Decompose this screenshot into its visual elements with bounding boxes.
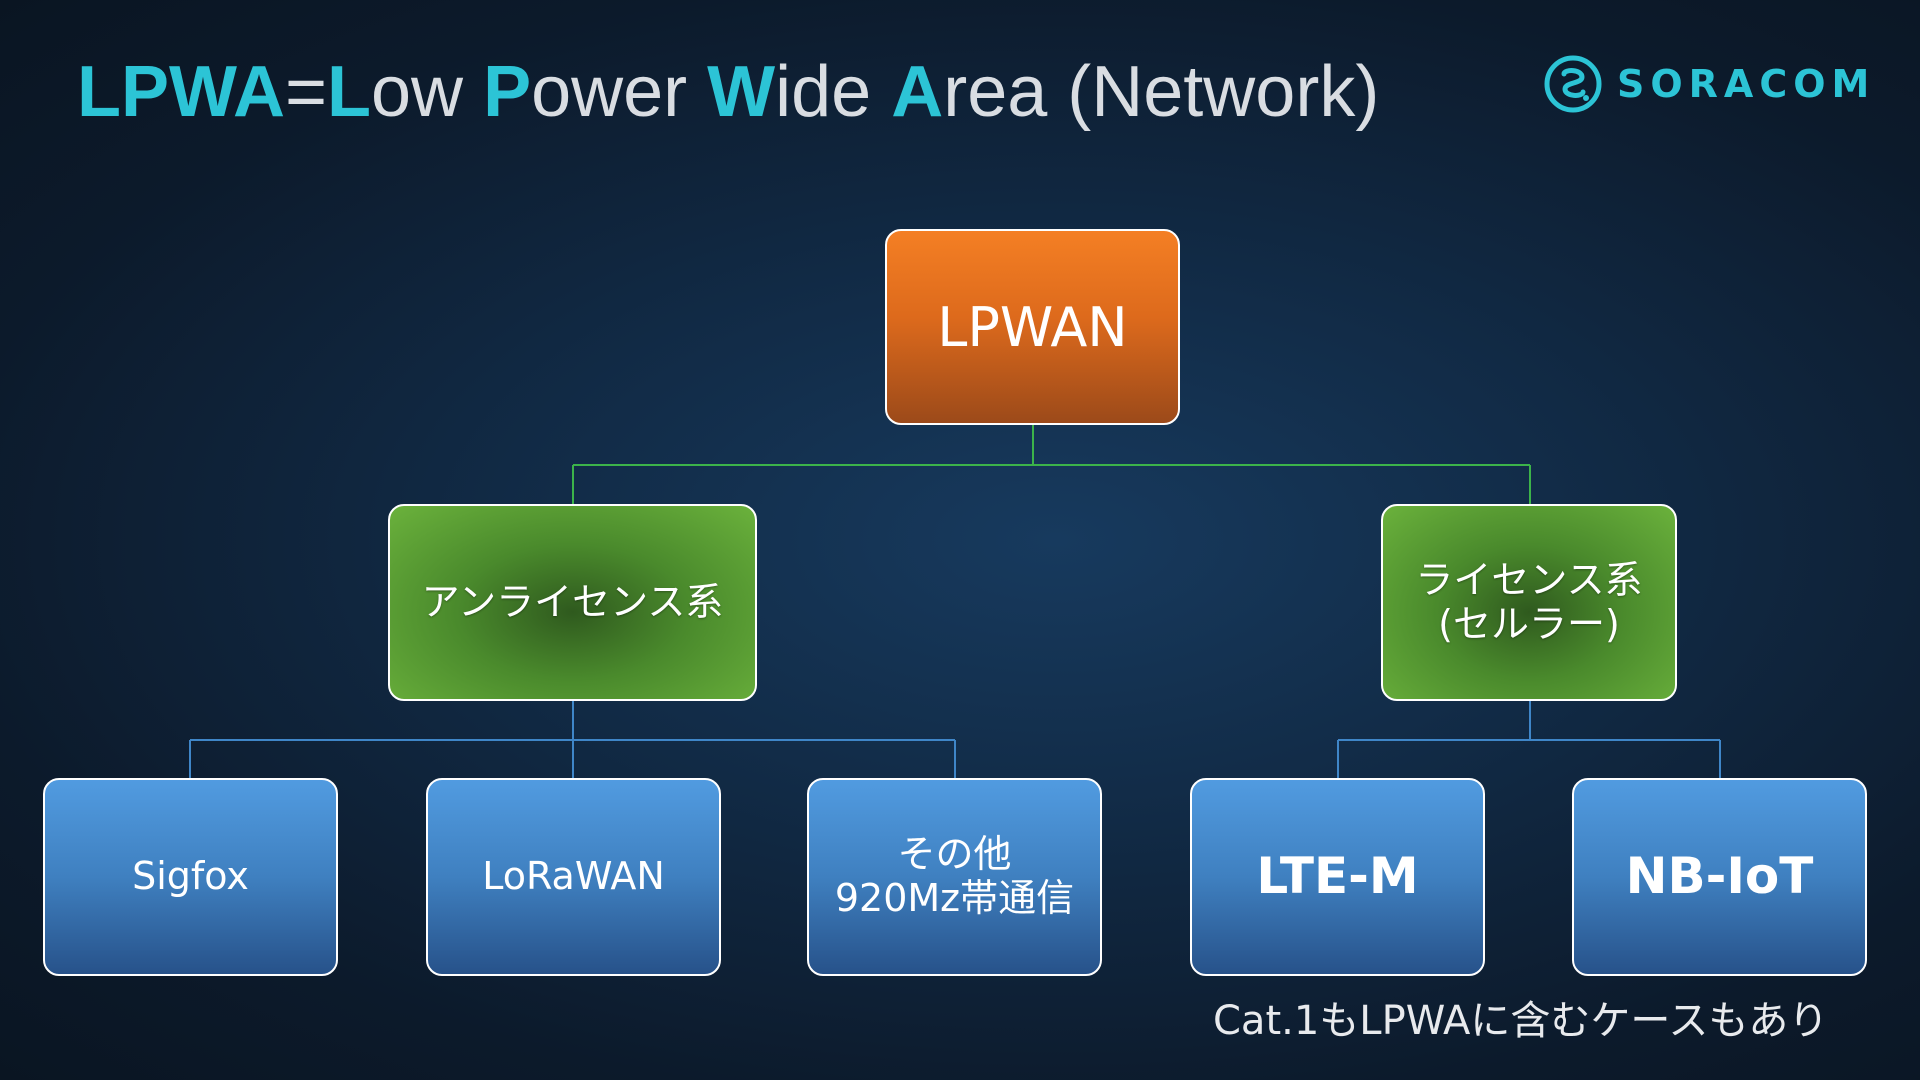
licensed-category-label: ライセンス系 <box>1415 557 1643 602</box>
title-word-power: ower <box>531 52 708 132</box>
root-connectors <box>572 425 1531 504</box>
unlicensed-category-box: アンライセンス系 <box>388 504 757 701</box>
slide-title: LPWA=Low Power Wide Area (Network) <box>77 42 1379 142</box>
lorawan-box: LoRaWAN <box>426 778 721 976</box>
title-word-low: ow <box>371 52 484 132</box>
licensed-category-box: ライセンス系 (セルラー) <box>1381 504 1677 701</box>
sigfox-box: Sigfox <box>43 778 338 976</box>
leaf-connectors <box>189 701 1721 778</box>
nb-iot-box: NB-IoT <box>1572 778 1867 976</box>
lorawan-label: LoRaWAN <box>482 854 665 899</box>
logo-text: SORACOM <box>1617 62 1876 106</box>
lte-m-box: LTE-M <box>1190 778 1485 976</box>
title-word-area-network: rea (Network) <box>943 52 1380 132</box>
title-equals: = <box>284 52 328 132</box>
cat1-footnote: Cat.1もLPWAに含むケースもあり <box>1213 998 1829 1044</box>
sigfox-label: Sigfox <box>132 854 249 899</box>
licensed-category-sublabel: (セルラー) <box>1438 601 1620 646</box>
other-920mhz-box: その他 920Mz帯通信 <box>807 778 1102 976</box>
title-word-wide: ide <box>775 52 892 132</box>
unlicensed-category-label: アンライセンス系 <box>421 579 724 624</box>
other-label: その他 <box>897 832 1012 877</box>
lpwan-root-label: LPWAN <box>937 295 1128 359</box>
lpwan-root-box: LPWAN <box>885 229 1180 425</box>
lte-m-label: LTE-M <box>1256 847 1419 906</box>
other-sublabel: 920Mz帯通信 <box>834 876 1075 920</box>
title-letter-p: P <box>483 52 532 132</box>
title-letter-w: W <box>707 52 776 132</box>
title-acronym: LPWA <box>77 52 285 132</box>
title-letter-l: L <box>327 52 372 132</box>
nb-iot-label: NB-IoT <box>1625 847 1814 906</box>
title-letter-a: A <box>891 52 944 132</box>
soracom-logo: SORACOM <box>1543 52 1875 116</box>
soracom-logo-icon <box>1544 55 1602 113</box>
